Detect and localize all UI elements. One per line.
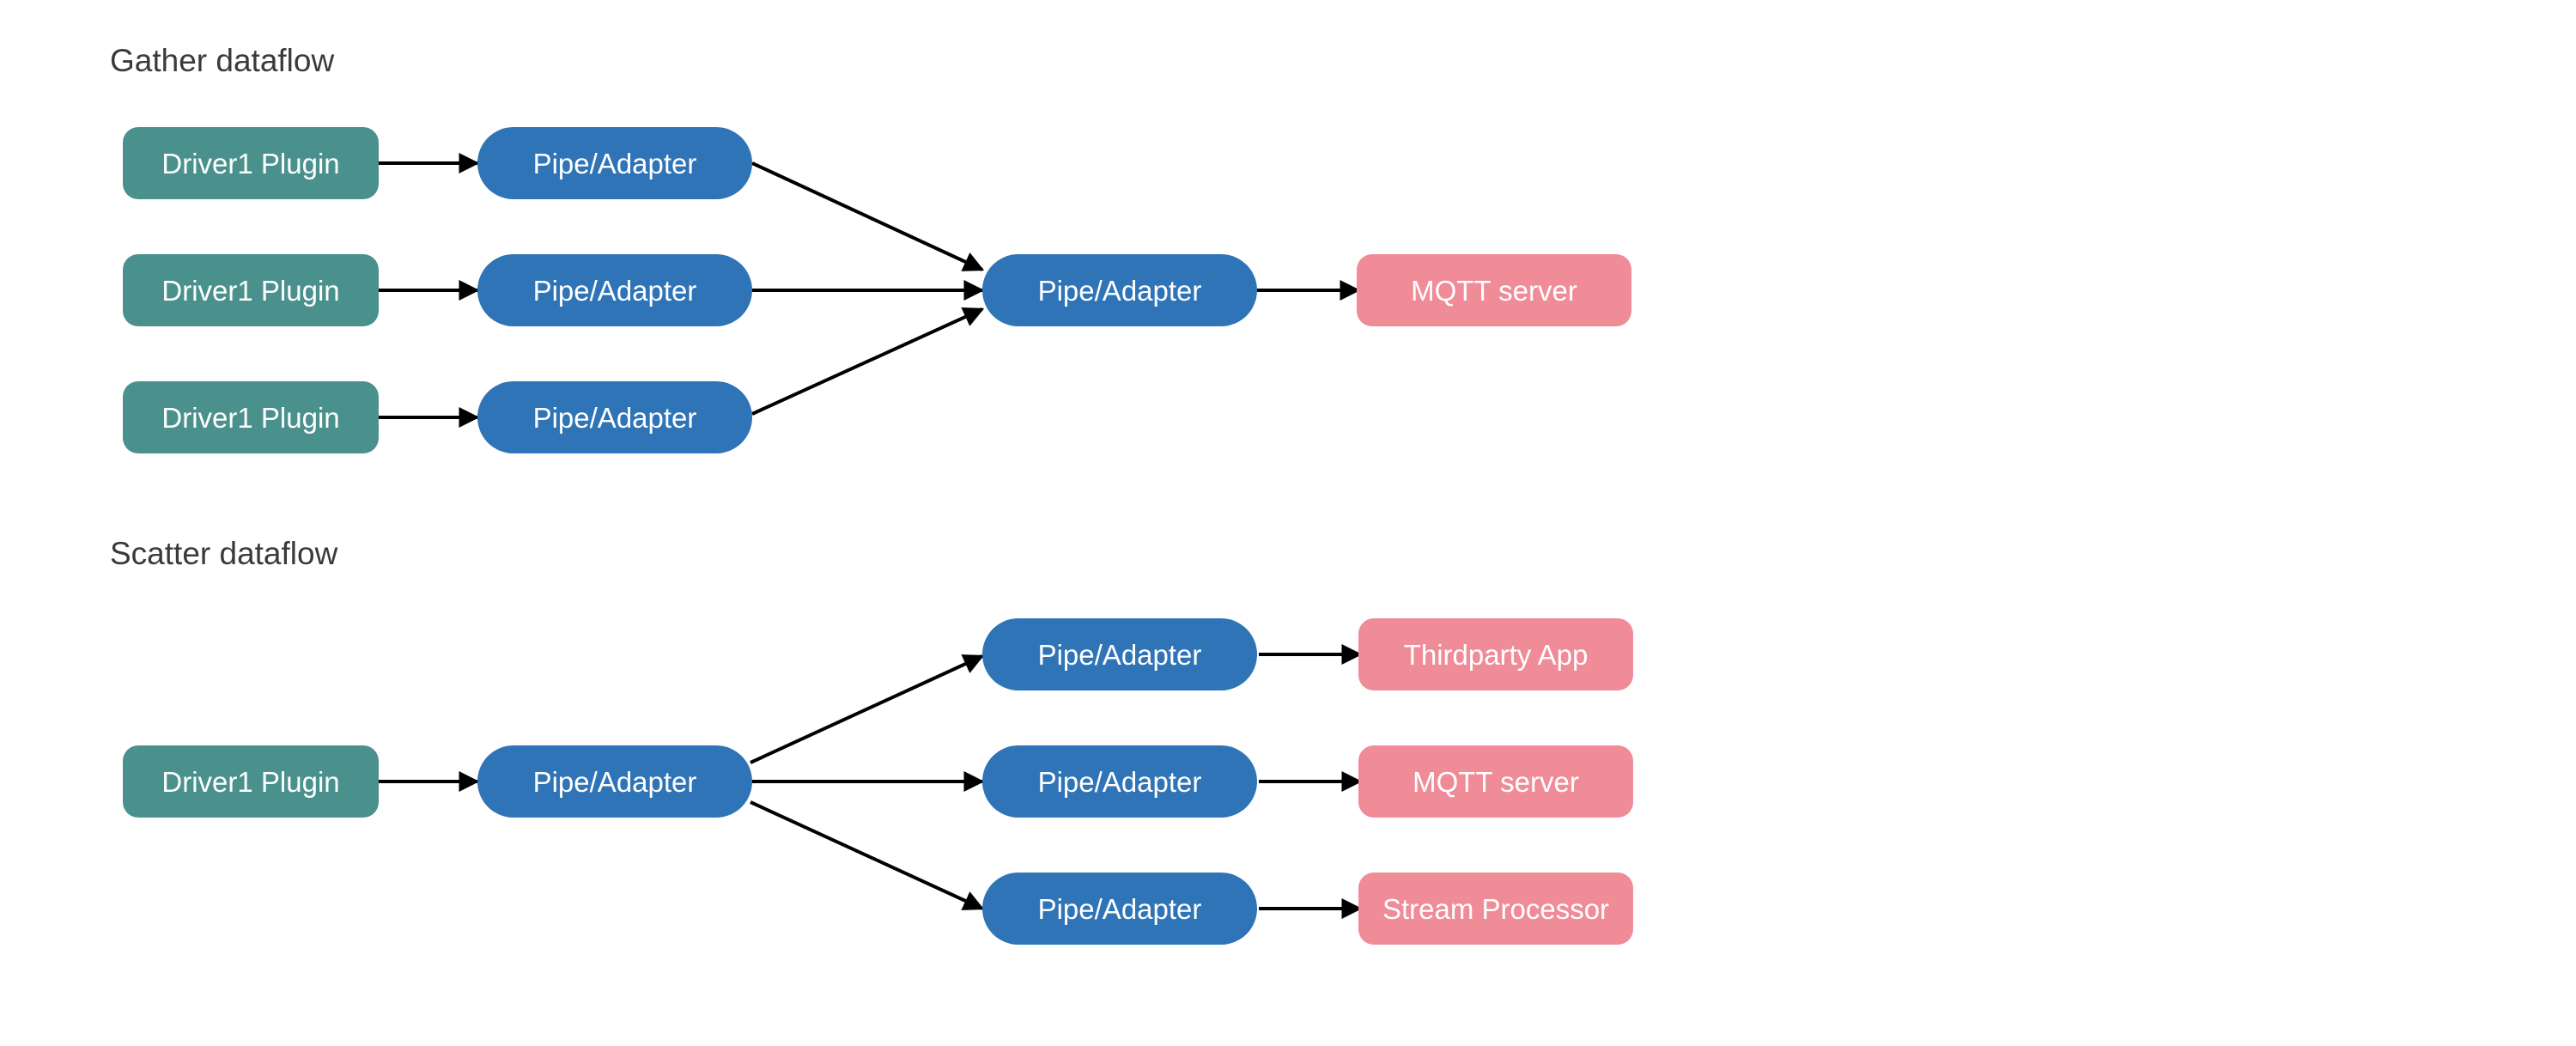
gather-pipe-node-2[interactable]: Pipe/Adapter	[477, 254, 752, 326]
gather-driver-node-2[interactable]: Driver1 Plugin	[123, 254, 379, 326]
scatter-mqtt-server-node[interactable]: MQTT server	[1358, 745, 1633, 818]
edge-scatter-split-to-pipe3	[750, 800, 985, 910]
scatter-thirdparty-app-node[interactable]: Thirdparty App	[1358, 618, 1633, 690]
edge-gather-pipe3-to-merge	[751, 307, 985, 416]
gather-driver-node-1[interactable]: Driver1 Plugin	[123, 127, 379, 199]
scatter-pipe-node-1[interactable]: Pipe/Adapter	[982, 618, 1257, 690]
edge-scatter-split-to-pipe1	[750, 654, 985, 764]
edge-gather-pipe1-to-merge	[751, 161, 985, 271]
gather-mqtt-server-node[interactable]: MQTT server	[1357, 254, 1631, 326]
gather-driver-node-3[interactable]: Driver1 Plugin	[123, 381, 379, 453]
gather-pipe-node-3[interactable]: Pipe/Adapter	[477, 381, 752, 453]
scatter-driver-node[interactable]: Driver1 Plugin	[123, 745, 379, 818]
gather-section-title: Gather dataflow	[110, 43, 335, 78]
scatter-split-pipe-node[interactable]: Pipe/Adapter	[477, 745, 752, 818]
scatter-stream-processor-node[interactable]: Stream Processor	[1358, 873, 1633, 945]
scatter-pipe-node-3[interactable]: Pipe/Adapter	[982, 873, 1257, 945]
gather-pipe-node-1[interactable]: Pipe/Adapter	[477, 127, 752, 199]
gather-merge-pipe-node[interactable]: Pipe/Adapter	[982, 254, 1257, 326]
scatter-pipe-node-2[interactable]: Pipe/Adapter	[982, 745, 1257, 818]
scatter-section-title: Scatter dataflow	[110, 536, 338, 571]
